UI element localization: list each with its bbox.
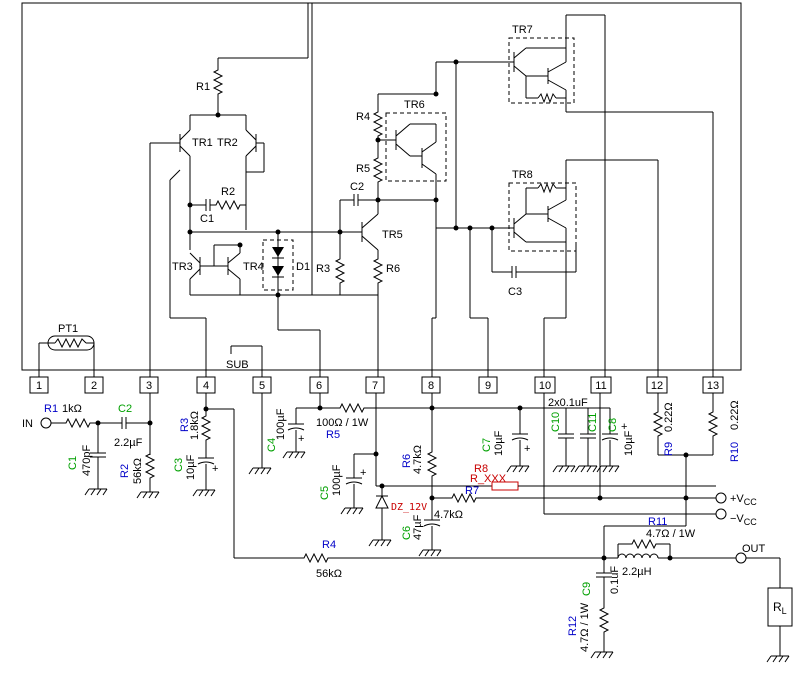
pin-label: 8 [428, 380, 434, 392]
ext-r12-value: 4.7Ω / 1W [579, 602, 591, 652]
ext-c9-name: C9 [581, 582, 593, 596]
tr1-label: TR1 [192, 137, 213, 149]
pin-label: 5 [259, 380, 265, 392]
ext-r9-value: 0.22Ω [663, 402, 675, 432]
ext-r7-name: R7 [465, 485, 479, 497]
ext-c8-name: C8 [607, 418, 619, 432]
input-terminal [40, 417, 52, 429]
ext-c6-value: 47µF [412, 514, 424, 540]
ext-r3-value: 1.8kΩ [189, 411, 201, 440]
ext-r11-name: R11 [648, 516, 667, 528]
ext-r6-value: 4.7kΩ [412, 445, 424, 474]
ext-c1-value: 470pF [81, 445, 93, 476]
c2-internal-label: C2 [350, 181, 364, 193]
ext-r1-name: R1 [44, 403, 58, 415]
c7-plus: + [524, 443, 530, 455]
ext-l-value: 2.2µH [622, 566, 652, 578]
r1-internal-label: R1 [196, 81, 210, 93]
tr4-label: TR4 [243, 261, 264, 273]
pin-label: 10 [539, 380, 551, 392]
ext-c1-name: C1 [67, 456, 79, 470]
tr5-label: TR5 [382, 229, 403, 241]
ic-pins: 1 2 3 4 5 6 7 8 9 10 11 12 13 [29, 376, 724, 394]
ext-r4-name: R4 [322, 539, 336, 551]
r4-internal-label: R4 [356, 111, 370, 123]
ext-r4-value: 56kΩ [316, 568, 342, 580]
tr8-label: TR8 [512, 169, 533, 181]
rl-label: RL [773, 600, 787, 616]
ext-c4-value: 100µF [275, 408, 287, 440]
pin-label: 2 [91, 380, 97, 392]
vcc-pos-label: +VCC [730, 493, 757, 507]
tr3-label: TR3 [172, 261, 193, 273]
ext-r9-name: R9 [663, 442, 675, 456]
c8-plus: + [621, 421, 627, 433]
ext-c10-name: C10 [550, 412, 562, 432]
ext-r2-name: R2 [119, 464, 131, 478]
ext-dz-name: DZ_12V [391, 502, 427, 513]
internal-circuit: PT1 R1 TR1 TR2 C1 R2 T [38, 3, 714, 377]
vcc-neg-label: −VCC [730, 513, 757, 527]
ext-c5-value: 100µF [331, 464, 343, 496]
ext-c7-name: C7 [481, 438, 493, 452]
r2-internal-label: R2 [221, 186, 235, 198]
r6-internal-label: R6 [386, 263, 400, 275]
ext-c4-name: C4 [266, 438, 278, 452]
ext-c10-c11-value: 2x0.1uF [548, 397, 588, 409]
ext-r5-value: 100Ω / 1W [316, 417, 369, 429]
ic-body [21, 2, 742, 371]
external-circuit: IN R1 1kΩ C2 2.2µF C1 470pF R2 56kΩ R3 1… [22, 393, 793, 663]
ext-r8-value: R_XXX [470, 473, 507, 485]
pin-label: 11 [595, 380, 606, 392]
ext-r8-name: R8 [474, 463, 488, 475]
c4-plus: + [298, 433, 304, 445]
ext-c6-name: C6 [401, 526, 413, 540]
pin-label: 9 [485, 380, 491, 392]
ext-r10-name: R10 [729, 442, 741, 462]
tr7-label: TR7 [512, 24, 533, 36]
pin-label: 1 [36, 380, 42, 392]
tr6-label: TR6 [404, 99, 425, 111]
tr2-label: TR2 [217, 137, 238, 149]
ext-r11-value: 4.7Ω / 1W [646, 528, 696, 540]
pin-label: 12 [651, 380, 663, 392]
ext-c8-value: 10µF [623, 430, 635, 456]
ext-c2-name: C2 [118, 403, 132, 415]
pin-label: 7 [372, 380, 378, 392]
r5-internal-label: R5 [356, 163, 370, 175]
vcc-neg-terminal [715, 508, 727, 520]
ext-r2-value: 56kΩ [132, 458, 144, 484]
pin-label: 4 [203, 380, 209, 392]
ext-r6-name: R6 [401, 454, 413, 468]
ext-c3-name: C3 [173, 458, 185, 472]
d1-label: D1 [296, 261, 310, 273]
c1-internal-label: C1 [200, 213, 214, 225]
ext-c9-value: 0.1uF [609, 566, 621, 594]
c3-plus: + [212, 463, 218, 475]
r3-internal-label: R3 [316, 263, 330, 275]
pin-label: 13 [707, 380, 719, 392]
c5-plus: + [360, 467, 366, 479]
ext-r1-value: 1kΩ [62, 403, 82, 415]
ext-r5-name: R5 [326, 429, 340, 441]
pt1-label: PT1 [58, 323, 78, 335]
pin-label: 6 [316, 380, 322, 392]
vcc-pos-terminal [715, 492, 727, 504]
ext-r7-value: 4.7kΩ [434, 509, 463, 521]
ext-c5-name: C5 [319, 486, 331, 500]
ext-r10-value: 0.22Ω [729, 400, 741, 430]
c3-internal-label: C3 [508, 286, 522, 298]
sub-label: SUB [226, 359, 249, 371]
ext-c11-name: C11 [587, 413, 599, 432]
ext-r12-name: R12 [567, 616, 579, 636]
in-label: IN [22, 418, 33, 430]
ext-r3-name: R3 [179, 418, 191, 432]
out-label: OUT [742, 543, 766, 555]
pin-label: 3 [146, 380, 152, 392]
ext-c7-value: 10µF [493, 430, 505, 456]
ext-c2-value: 2.2µF [114, 437, 143, 449]
ext-c3-value: 10µF [185, 454, 197, 480]
